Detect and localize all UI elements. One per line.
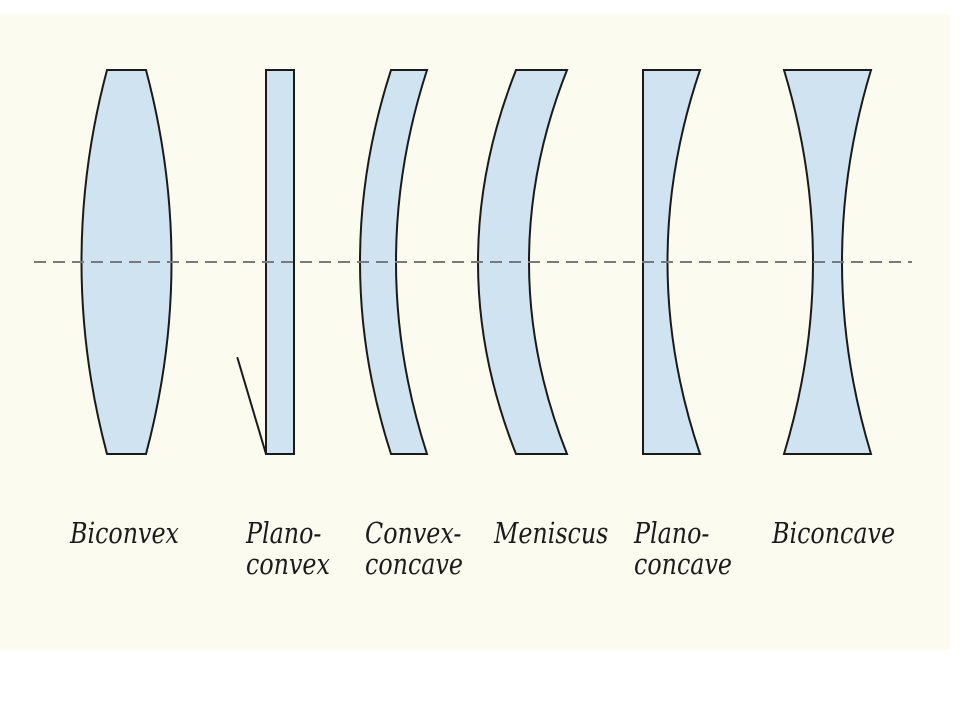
label-convex-concave: Convex- concave <box>365 518 463 580</box>
label-biconvex: Biconvex <box>70 518 179 549</box>
label-line: Plano- <box>246 516 322 550</box>
label-line: Biconcave <box>772 516 896 550</box>
label-meniscus: Meniscus <box>494 518 608 549</box>
label-line: Convex- <box>365 516 462 550</box>
lens-biconvex <box>80 69 173 455</box>
label-line: Meniscus <box>494 516 609 550</box>
label-line: concave <box>365 547 463 581</box>
lens-biconcave <box>782 69 873 455</box>
label-plano-convex: Plano- convex <box>246 518 330 580</box>
lens-plano-concave <box>642 69 702 455</box>
label-line: Biconvex <box>70 516 179 550</box>
label-biconcave: Biconcave <box>772 518 895 549</box>
lens-convex-concave <box>359 69 429 455</box>
label-line: concave <box>634 547 732 581</box>
label-line: convex <box>246 547 330 581</box>
lens-plano-convex <box>236 69 295 455</box>
lens-meniscus <box>477 69 569 455</box>
label-line: Plano- <box>634 516 710 550</box>
label-plano-concave: Plano- concave <box>634 518 732 580</box>
